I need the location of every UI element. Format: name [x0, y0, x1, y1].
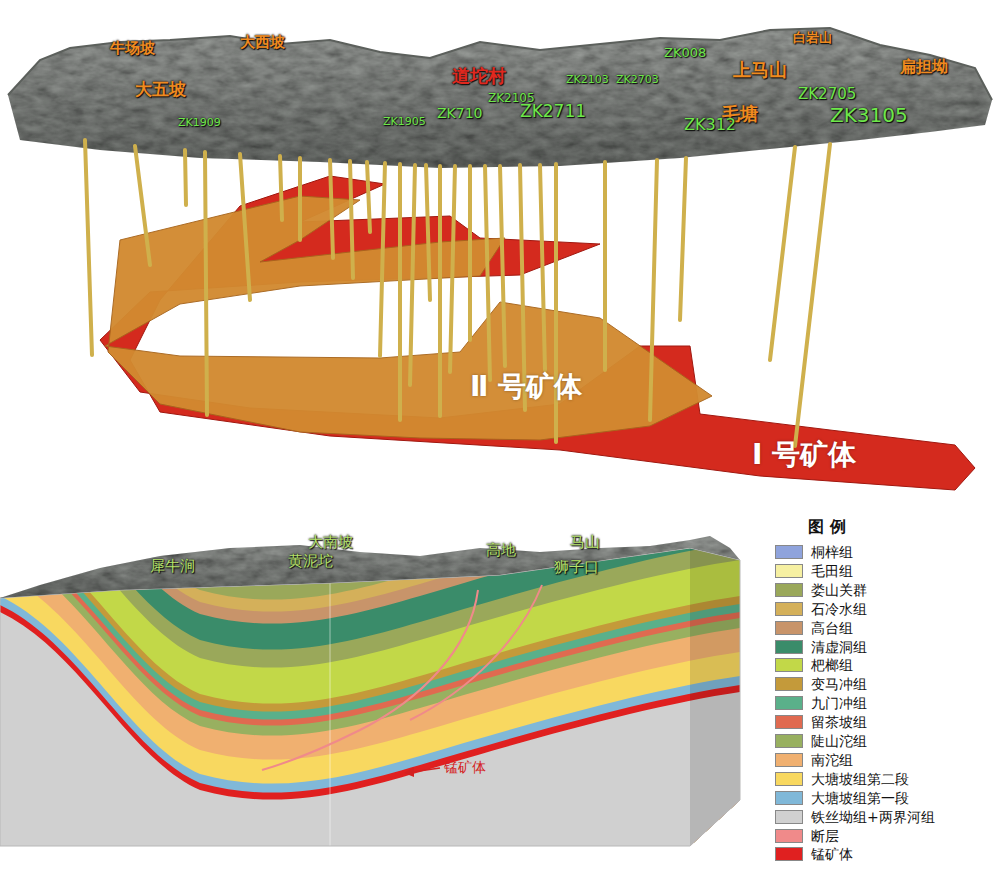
legend-text: 南沱组: [811, 752, 853, 768]
place-name: 上马山: [733, 60, 787, 80]
legend-text: 毛田组: [811, 563, 853, 579]
arrow-head: [404, 767, 414, 777]
legend-text: 杷榔组: [811, 657, 853, 673]
leader-line: [412, 768, 440, 772]
drill-hole-id: ZK1909: [178, 117, 221, 129]
legend-text: 娄山关群: [811, 582, 867, 598]
legend-swatch: [775, 602, 803, 616]
place-name: 黄泥坨: [288, 553, 333, 570]
legend-swatch: [775, 677, 803, 691]
drill-holes: [85, 140, 830, 446]
place-name: 大南坡: [308, 534, 353, 551]
legend-text: 清虚洞组: [811, 639, 867, 655]
legend-text: 九门冲组: [811, 695, 867, 711]
fault-line: [410, 585, 542, 720]
legend-text: 大塘坡组第一段: [811, 790, 909, 806]
legend-text: 锰矿体: [811, 846, 853, 862]
legend-swatch: [775, 829, 803, 843]
drill-hole-id: ZK2711: [520, 102, 586, 121]
legend-text: 陡山沱组: [811, 733, 867, 749]
drill-hole-id: ZK2705: [798, 86, 856, 103]
legend-title: 图 例: [808, 518, 846, 536]
legend-swatch: [775, 847, 803, 861]
legend-swatch: [775, 753, 803, 767]
legend-swatch: [775, 564, 803, 578]
drill-hole-id: ZK2103: [566, 74, 609, 86]
drill-hole-id: ZK1905: [383, 116, 426, 128]
ore-body-label: Ⅰ 号矿体: [752, 440, 856, 471]
strata-block: [0, 412, 740, 872]
legend-text: 铁丝坳组+两界河组: [811, 809, 935, 825]
legend-swatch: [775, 621, 803, 635]
legend-swatch: [775, 791, 803, 805]
legend-swatch: [775, 545, 803, 559]
drill-hole-id: ZK312: [684, 116, 736, 134]
legend-text: 大塘坡组第二段: [811, 771, 909, 787]
legend-text: 留茶坡组: [811, 714, 867, 730]
legend-text: 石冷水组: [811, 601, 867, 617]
terrain-surface: [0, 536, 740, 598]
terrain-surface: [8, 28, 992, 168]
legend-swatch: [775, 715, 803, 729]
place-name: 犀牛涧: [150, 558, 195, 575]
legend-text: 桐梓组: [811, 544, 853, 560]
legend-text: 断层: [811, 828, 839, 844]
place-name: 扁担坳: [900, 58, 948, 76]
place-name: 高地: [486, 542, 516, 559]
place-name: 马山: [570, 534, 600, 551]
legend-swatch: [775, 734, 803, 748]
fault-line: [262, 590, 478, 770]
ore-body-ii: [105, 196, 712, 440]
legend-text: 变马冲组: [811, 676, 867, 692]
legend-swatch: [775, 658, 803, 672]
place-name: 大西坡: [240, 34, 285, 51]
place-name: 白岩山: [793, 31, 832, 45]
place-name: 道坨村: [452, 66, 506, 86]
ore-body-i: [100, 176, 975, 490]
callout-label: 锰矿体: [444, 760, 486, 775]
drill-hole-id: ZK710: [437, 106, 483, 121]
place-name: 牛场坡: [110, 40, 155, 57]
ore-body-label: Ⅱ 号矿体: [470, 372, 582, 403]
legend-swatch: [775, 696, 803, 710]
place-name: 大五坡: [135, 80, 186, 99]
legend-swatch: [775, 640, 803, 654]
place-name: 狮子口: [554, 559, 599, 576]
legend-text: 高台组: [811, 620, 853, 636]
legend-swatch: [775, 583, 803, 597]
drill-hole-id: ZK2703: [616, 74, 659, 86]
drill-hole-id: ZK3105: [830, 104, 908, 126]
drill-hole-id: ZK008: [664, 46, 706, 60]
legend-swatch: [775, 772, 803, 786]
legend-swatch: [775, 810, 803, 824]
